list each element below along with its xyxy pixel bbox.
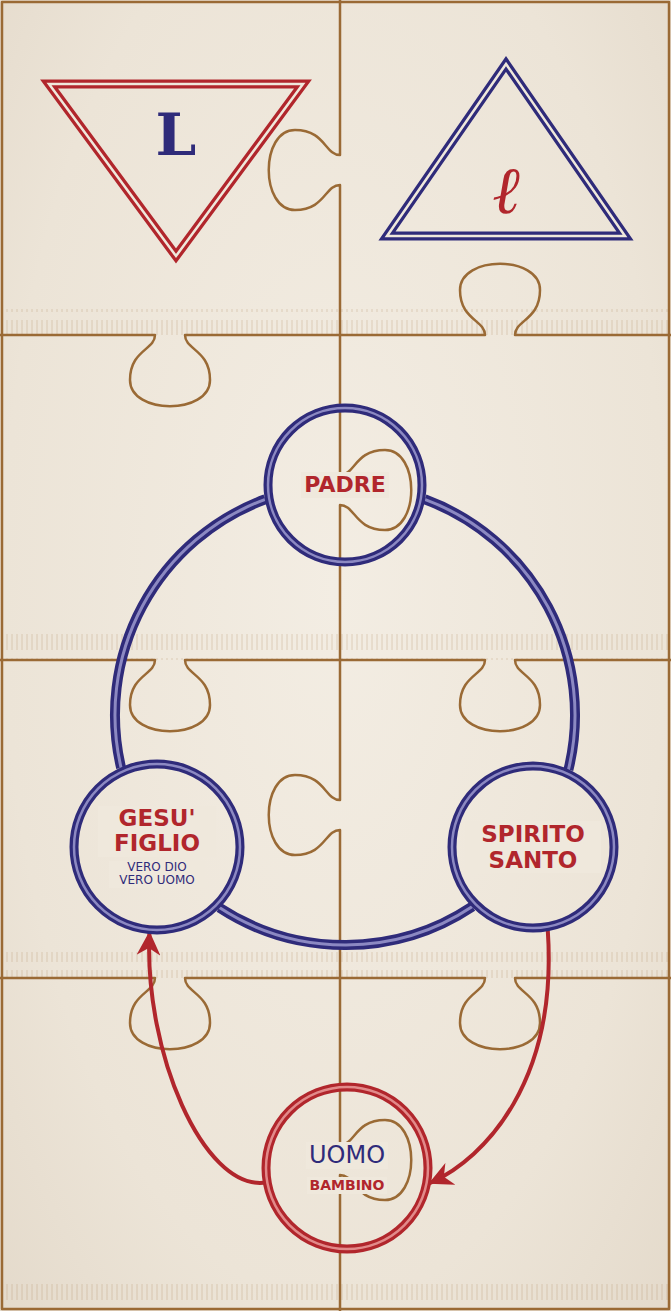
connector [149,934,263,1183]
text-group: PADRE [301,472,388,497]
puzzle-cut [0,264,671,407]
text-group: GESU' FIGLIO VERO DIO VERO UOMO [98,806,216,888]
triangle-inner-line [387,64,625,236]
piece-shading [0,1284,671,1310]
node-title: PADRE [301,472,388,497]
triangle-stroke [387,64,625,236]
blue-triangle: ℓ [381,58,631,242]
circle-inner-line [268,408,422,562]
letter-label: ℓ [492,155,520,228]
red-triangle: L [43,78,309,262]
circle-stroke [74,764,240,930]
person-circle: GESU' FIGLIO VERO DIO VERO UOMO [69,759,245,935]
text-group: UOMO BAMBINO [306,1142,388,1194]
triangle-inner-line [49,84,303,256]
person-circle: SPIRITO SANTO [447,761,619,933]
circle-inner-line [452,766,614,928]
connector [115,499,265,768]
text-group: SPIRITO SANTO [465,821,601,874]
node-title: UOMO [306,1142,388,1170]
letter-label: L [156,104,197,168]
ring-inner-line [425,499,575,770]
circle-stroke [452,766,614,928]
ring-line [219,907,472,945]
circle-inner-line [74,764,240,930]
piece-shading [0,952,671,978]
ring-line [115,499,265,768]
circle-stroke [266,1087,428,1249]
connector [219,907,472,945]
node-title: SPIRITO SANTO [465,821,601,874]
piece-shading [0,309,671,335]
triangle-stroke [49,84,303,256]
circle-inner-line [266,1087,428,1249]
ring-line [425,499,575,770]
node-subtitle: VERO DIO VERO UOMO [109,861,205,889]
node-subtitle: BAMBINO [307,1177,388,1194]
circle-stroke [268,408,422,562]
ring-inner-line [219,907,472,945]
connector [425,499,575,770]
text-group: ℓ [492,155,520,228]
connector [431,931,549,1183]
ring-inner-line [115,499,265,768]
node-title: GESU' FIGLIO [98,806,216,857]
arrow-line [149,934,263,1183]
arrow-line [431,931,549,1183]
text-group: L [156,104,197,168]
puzzle-cut [0,978,671,1049]
human-circle: UOMO BAMBINO [261,1082,433,1254]
person-circle: PADRE [263,403,427,567]
